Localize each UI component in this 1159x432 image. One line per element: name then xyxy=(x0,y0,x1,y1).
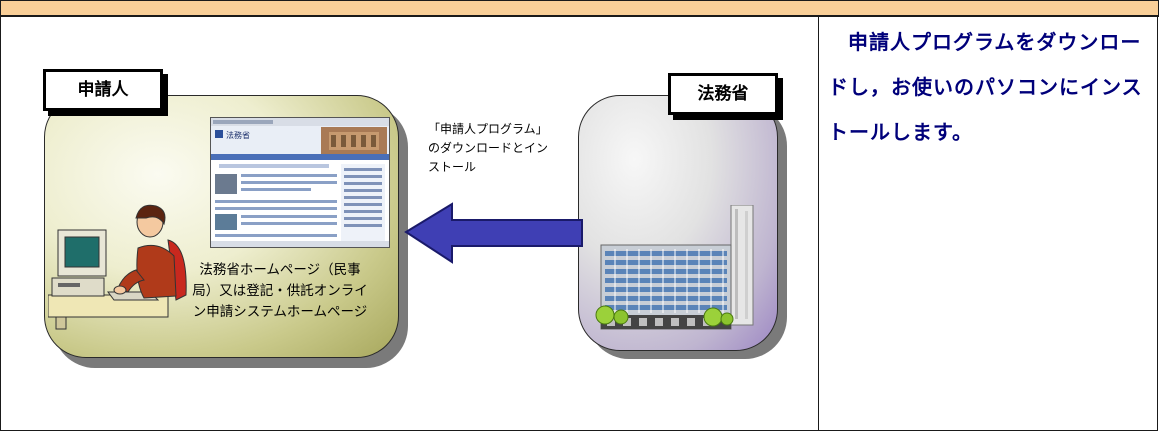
applicant-label: 申請人 xyxy=(43,69,163,111)
download-arrow-icon xyxy=(404,202,583,264)
applicant-caption: 法務省ホームページ（民事局）又は登記・供託オンライン申請システムホームページ xyxy=(192,262,368,320)
diagram-panel xyxy=(0,16,819,431)
arrow-caption: 「申請人プログラム」のダウンロードとインストール xyxy=(428,122,549,174)
description-text: 申請人プログラムをダウンロードし，お使いのパソコンにインストールします。 xyxy=(828,30,1143,144)
government-building-illustration xyxy=(595,205,754,330)
ministry-label: 法務省 xyxy=(668,73,778,115)
person-at-computer-illustration xyxy=(48,204,187,330)
description-panel: 申請人プログラムをダウンロードし，お使いのパソコンにインストールします。 xyxy=(818,16,1158,431)
thumb-site-name: 法務省 xyxy=(226,130,250,140)
website-screenshot-thumbnail: 法務省 xyxy=(210,117,390,248)
header-bar xyxy=(0,0,1159,17)
